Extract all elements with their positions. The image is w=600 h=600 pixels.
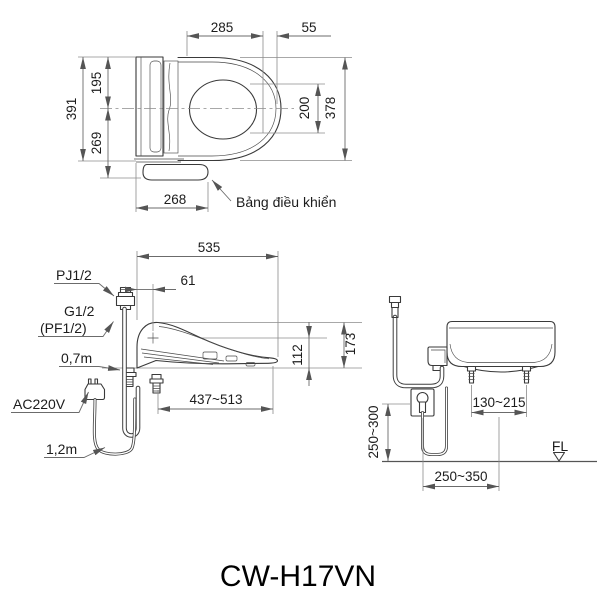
dim-label: 200 — [297, 97, 312, 120]
drain-fitting — [149, 373, 164, 394]
power-plug — [84, 378, 106, 401]
dim-label: 268 — [164, 192, 187, 207]
svg-text:0,7m: 0,7m — [61, 350, 92, 366]
mounting-bolt-right — [521, 365, 532, 384]
svg-text:(PF1/2): (PF1/2) — [40, 320, 87, 336]
top-view: 285 55 391 195 269 200 — [64, 20, 352, 212]
supply-hose — [122, 306, 141, 438]
rear-view: FL 250~300 130~215 250~350 — [366, 295, 597, 491]
dim-label: 437~513 — [190, 392, 243, 407]
dim-label: 269 — [89, 132, 104, 155]
dim-seat-width: 378 — [240, 57, 352, 161]
bowl-opening-outline — [188, 79, 258, 140]
dim-panel-length: 268 — [135, 163, 209, 212]
dim-label: 535 — [198, 240, 221, 255]
label-valve-thread: G1/2 (PF1/2) — [38, 303, 114, 337]
svg-text:PJ1/2: PJ1/2 — [56, 267, 92, 283]
callout-label: Bảng điều khiển — [236, 194, 336, 210]
dim-outlet-height: 250~300 — [366, 403, 410, 461]
dim-front-depth: 195 — [89, 57, 111, 109]
label-water-joint: PJ1/2 — [54, 267, 115, 297]
dim-lid-length: 285 — [186, 20, 264, 133]
floor-level-symbol: FL — [552, 438, 569, 462]
dim-nozzle-offset: 61 — [121, 273, 196, 331]
dim-back-gap: 55 — [276, 20, 331, 104]
tank-top-outline — [135, 56, 164, 157]
water-supply-joint — [115, 286, 136, 311]
mounting-bolt-left — [466, 365, 477, 384]
tank-rear-outline — [446, 320, 556, 368]
control-panel-shape — [142, 163, 209, 181]
control-panel-callout: Bảng điều khiển — [211, 179, 336, 210]
dim-label: 55 — [301, 20, 316, 35]
dim-label: 378 — [323, 97, 338, 120]
dim-label: 195 — [89, 72, 104, 95]
product-code-title: CW-H17VN — [220, 560, 376, 593]
dim-label: 61 — [180, 273, 195, 288]
dim-label: 250~350 — [435, 469, 488, 484]
dim-mounting-range: 437~513 — [157, 366, 274, 414]
dim-label: 391 — [64, 98, 79, 121]
dim-seat-height: 112 — [290, 322, 312, 386]
dim-label: 112 — [290, 344, 305, 366]
wall-outlet — [410, 388, 435, 417]
dim-label: 173 — [343, 333, 358, 356]
dim-label: 250~300 — [366, 406, 381, 459]
svg-text:1,2m: 1,2m — [46, 441, 77, 457]
dim-bolt-pitch: 130~215 — [471, 385, 527, 417]
svg-text:FL: FL — [552, 438, 569, 454]
side-view: PJ1/2 G1/2 (PF1/2) 0,7m AC220V 1,2m 535 — [11, 240, 362, 458]
dim-rear-depth: 269 — [89, 108, 141, 179]
lid-hinge-strip — [149, 60, 162, 153]
power-cord — [92, 397, 137, 456]
nozzle-center-mark — [147, 332, 159, 344]
dim-bowl-opening: 200 — [250, 83, 325, 134]
label-hose-length: 0,7m — [59, 350, 121, 371]
dim-total-height: 173 — [341, 322, 358, 368]
svg-text:AC220V: AC220V — [13, 396, 66, 412]
dim-label: 130~215 — [473, 395, 526, 410]
label-power-supply: AC220V — [11, 391, 89, 413]
dim-outlet-offset: 250~350 — [422, 417, 500, 491]
seat-lid-outline — [177, 56, 282, 162]
svg-text:G1/2: G1/2 — [64, 303, 95, 319]
rear-hose — [388, 295, 445, 389]
dim-label: 285 — [211, 20, 234, 35]
dim-total-length: 535 — [136, 240, 279, 357]
label-cord-length: 1,2m — [44, 441, 106, 458]
